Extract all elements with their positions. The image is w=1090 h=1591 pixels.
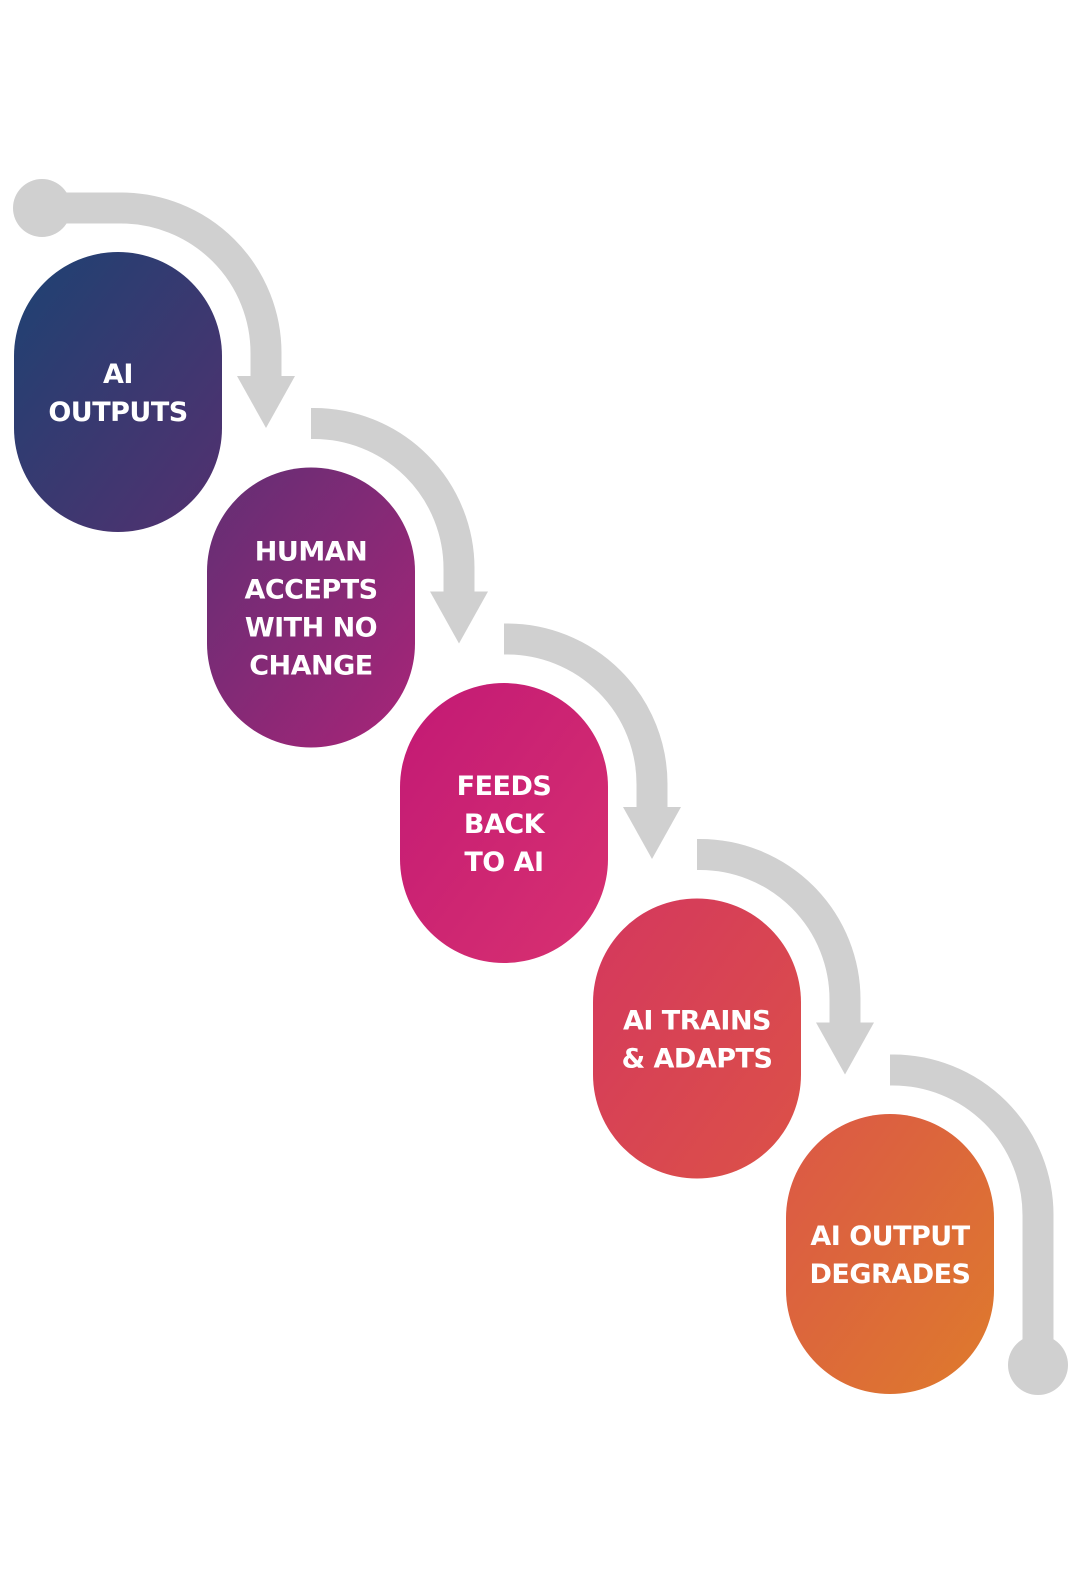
step-label-line: DEGRADES xyxy=(809,1259,970,1290)
end-dot xyxy=(1008,1335,1068,1395)
step-label-line: CHANGE xyxy=(249,651,373,682)
step-label-line: OUTPUTS xyxy=(48,397,187,428)
step-pill xyxy=(400,683,608,963)
step-label-line: ACCEPTS xyxy=(244,575,377,606)
step-ai-output-degrades: AI OUTPUT DEGRADES xyxy=(786,1114,994,1394)
connector-arc xyxy=(40,192,282,378)
step-label-line: TO AI xyxy=(464,847,543,878)
step-pills: AI OUTPUTS HUMAN ACCEPTS WITH NO CHANGE FEEDS B… xyxy=(14,252,994,1394)
connector-arrows xyxy=(13,179,1068,1395)
step-label-line: BACK xyxy=(464,809,546,840)
arrow-head-icon xyxy=(623,807,681,859)
step-pill xyxy=(207,467,415,748)
step-human-accepts: HUMAN ACCEPTS WITH NO CHANGE xyxy=(207,467,415,748)
step-label-line: HUMAN xyxy=(255,537,367,568)
step-label-line: AI xyxy=(103,359,133,390)
step-ai-trains: AI TRAINS & ADAPTS xyxy=(593,898,801,1179)
step-label-line: FEEDS xyxy=(457,771,552,802)
connector-arc xyxy=(311,408,475,594)
connector-arc xyxy=(890,1054,1054,1365)
connector-arc xyxy=(504,623,668,809)
step-label-line: WITH NO xyxy=(245,613,377,644)
step-pill xyxy=(14,252,222,532)
step-pill xyxy=(593,898,801,1179)
arrow-head-icon xyxy=(237,376,295,428)
step-feeds-back: FEEDS BACK TO AI xyxy=(400,683,608,963)
step-ai-outputs: AI OUTPUTS xyxy=(14,252,222,532)
step-pill xyxy=(786,1114,994,1394)
arrow-head-icon xyxy=(816,1022,874,1075)
arrow-head-icon xyxy=(430,591,488,644)
connector-arc xyxy=(697,839,861,1025)
step-label-line: AI TRAINS xyxy=(623,1006,771,1037)
step-label-line: AI OUTPUT xyxy=(810,1221,970,1252)
step-label-line: & ADAPTS xyxy=(622,1044,773,1075)
